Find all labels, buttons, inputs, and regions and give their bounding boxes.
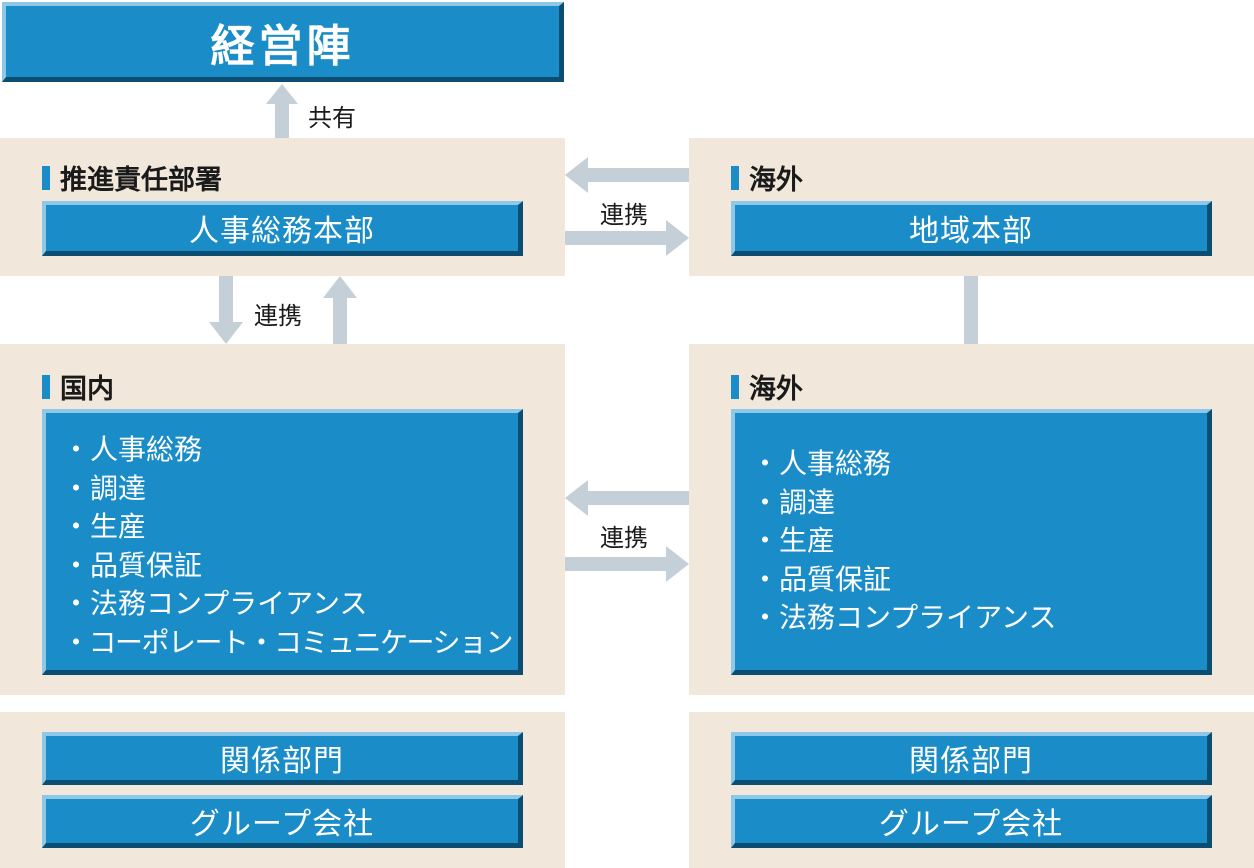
list-item: 品質保証 — [62, 547, 518, 586]
list-item: コーポレート・コミュニケーション — [62, 624, 518, 663]
arrow-left-mid — [565, 480, 689, 516]
arrow-left-top — [565, 157, 689, 193]
promo-box-text: 人事総務本部 — [189, 214, 375, 249]
domestic-heading: 国内 — [42, 367, 114, 406]
overseas-hq-heading: 海外 — [731, 158, 803, 197]
dept-text: 関係部門 — [220, 744, 344, 779]
arrow-right-mid — [565, 546, 689, 582]
management-title: 経営陣 — [210, 20, 355, 72]
overseas-list-box: 人事総務 調達 生産 品質保証 法務コンプライアンス — [731, 409, 1212, 675]
list-item: 品質保証 — [751, 561, 1207, 600]
management-box: 経営陣 — [2, 2, 564, 82]
domestic-heading-text: 国内 — [60, 374, 114, 405]
arrow-right-top — [565, 220, 689, 256]
dept-text: 関係部門 — [909, 744, 1033, 779]
overseas-hq-box: 地域本部 — [731, 201, 1212, 256]
overseas-hq-heading-text: 海外 — [749, 165, 803, 196]
heading-marker — [42, 165, 50, 190]
share-up-arrow — [266, 84, 298, 138]
promo-box: 人事総務本部 — [42, 201, 523, 256]
domestic-list-box: 人事総務 調達 生産 品質保証 法務コンプライアンス コーポレート・コミュニケー… — [42, 409, 523, 675]
arrow-up-domestic — [323, 276, 357, 344]
bottom-left-dept-box: 関係部門 — [42, 732, 523, 785]
overseas-connector-line — [964, 276, 978, 344]
overseas-heading: 海外 — [731, 367, 803, 406]
overseas-hq-box-text: 地域本部 — [909, 214, 1033, 249]
share-label: 共有 — [308, 104, 356, 132]
list-item: 生産 — [62, 508, 518, 547]
list-item: 調達 — [751, 484, 1207, 523]
bottom-left-group-box: グループ会社 — [42, 795, 523, 848]
arrow-down-domestic — [209, 276, 243, 344]
link-label-top: 連携 — [600, 201, 648, 229]
list-item: 生産 — [751, 522, 1207, 561]
list-item: 法務コンプライアンス — [62, 585, 518, 624]
list-item: 調達 — [62, 470, 518, 509]
group-text: グループ会社 — [878, 807, 1064, 842]
list-item: 人事総務 — [62, 431, 518, 470]
overseas-heading-text: 海外 — [749, 374, 803, 405]
group-text: グループ会社 — [189, 807, 375, 842]
promo-heading-text: 推進責任部署 — [60, 165, 222, 196]
link-label-vertical: 連携 — [254, 302, 302, 330]
link-label-mid: 連携 — [600, 524, 648, 552]
heading-marker — [731, 165, 739, 190]
bottom-right-group-box: グループ会社 — [731, 795, 1212, 848]
heading-marker — [42, 374, 50, 399]
bottom-right-dept-box: 関係部門 — [731, 732, 1212, 785]
promo-heading: 推進責任部署 — [42, 158, 222, 197]
heading-marker — [731, 374, 739, 399]
list-item: 法務コンプライアンス — [751, 599, 1207, 638]
list-item: 人事総務 — [751, 445, 1207, 484]
